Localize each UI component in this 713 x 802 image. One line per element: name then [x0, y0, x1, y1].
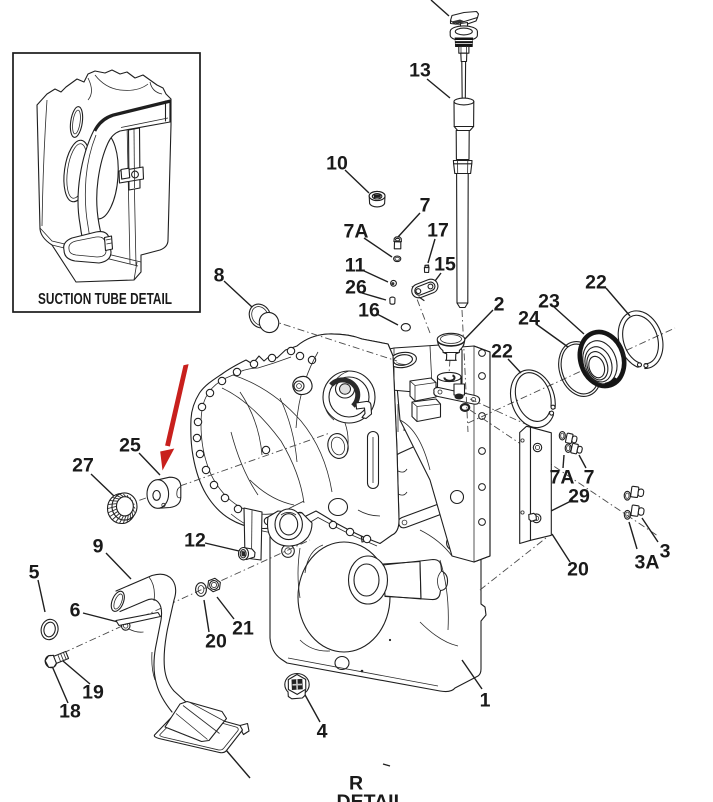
svg-text:22: 22	[491, 341, 513, 363]
svg-text:R: R	[349, 773, 363, 795]
svg-text:4: 4	[317, 721, 328, 743]
svg-text:21: 21	[232, 618, 254, 640]
svg-text:11: 11	[345, 255, 366, 277]
svg-text:16: 16	[358, 300, 380, 322]
svg-text:18: 18	[59, 701, 81, 723]
svg-text:7: 7	[584, 467, 595, 489]
svg-text:3A: 3A	[635, 552, 660, 574]
svg-text:3: 3	[660, 541, 671, 563]
svg-text:12: 12	[184, 530, 206, 552]
svg-text:2: 2	[494, 294, 505, 316]
svg-text:19: 19	[82, 682, 104, 704]
svg-text:5: 5	[29, 562, 40, 584]
svg-text:22: 22	[585, 272, 607, 294]
svg-text:SUCTION TUBE DETAIL: SUCTION TUBE DETAIL	[38, 291, 172, 308]
svg-text:DETAIL: DETAIL	[337, 791, 406, 802]
svg-text:7A: 7A	[550, 467, 575, 489]
svg-text:26: 26	[345, 277, 367, 299]
svg-text:7: 7	[420, 195, 431, 217]
svg-text:15: 15	[434, 254, 456, 276]
svg-text:23: 23	[538, 291, 560, 313]
svg-text:27: 27	[72, 455, 94, 477]
svg-text:20: 20	[567, 559, 589, 581]
svg-text:29: 29	[568, 486, 590, 508]
svg-text:6: 6	[70, 600, 81, 622]
svg-text:17: 17	[427, 220, 449, 242]
svg-text:13: 13	[409, 60, 431, 82]
svg-text:10: 10	[326, 153, 348, 175]
svg-text:1: 1	[480, 690, 491, 712]
svg-text:24: 24	[518, 308, 540, 330]
svg-text:25: 25	[119, 435, 141, 457]
svg-text:20: 20	[205, 631, 227, 653]
svg-text:9: 9	[93, 536, 104, 558]
svg-text:7A: 7A	[344, 221, 369, 243]
svg-text:8: 8	[214, 265, 225, 287]
